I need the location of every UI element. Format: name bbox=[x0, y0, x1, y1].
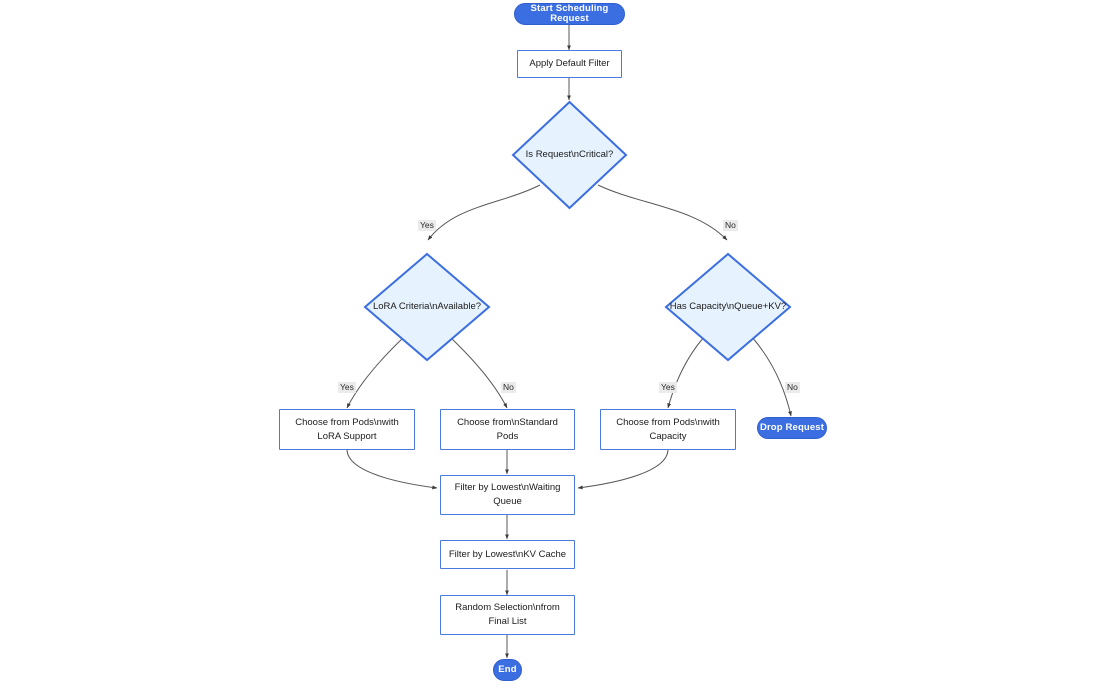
node-has-capacity[interactable]: Has Capacity\nQueue+KV? bbox=[664, 252, 792, 362]
node-choose-standard-pods-label: Choose from\nStandard Pods bbox=[457, 416, 558, 442]
edge-label-critical-no: No bbox=[723, 220, 738, 232]
node-start[interactable]: Start Scheduling Request bbox=[514, 3, 625, 25]
is-request-critical-diamond-icon bbox=[511, 100, 628, 210]
has-capacity-diamond-icon bbox=[664, 252, 792, 362]
edge-critical-yes-to-lora bbox=[427, 184, 541, 241]
node-choose-capacity-pods[interactable]: Choose from Pods\nwith Capacity bbox=[600, 409, 736, 450]
node-apply-default-filter[interactable]: Apply Default Filter bbox=[517, 50, 622, 78]
node-lora-criteria-available[interactable]: LoRA Criteria\nAvailable? bbox=[363, 252, 491, 362]
node-filter-kv-cache[interactable]: Filter by Lowest\nKV Cache bbox=[440, 540, 575, 569]
edge-label-lora-no: No bbox=[501, 382, 516, 394]
edge-label-capacity-no: No bbox=[785, 382, 800, 394]
lora-criteria-diamond-icon bbox=[363, 252, 491, 362]
edge-capacity-yes-to-capacity-pods bbox=[667, 336, 705, 409]
node-choose-standard-pods[interactable]: Choose from\nStandard Pods bbox=[440, 409, 575, 450]
node-filter-kv-cache-label: Filter by Lowest\nKV Cache bbox=[448, 548, 567, 560]
node-start-label: Start Scheduling Request bbox=[530, 2, 609, 24]
edge-lora-pods-to-waiting-queue bbox=[346, 449, 438, 490]
edge-label-critical-yes: Yes bbox=[418, 220, 436, 232]
node-filter-waiting-queue[interactable]: Filter by Lowest\nWaiting Queue bbox=[440, 475, 575, 515]
edge-critical-no-to-capacity bbox=[597, 184, 728, 241]
edge-capacity-no-to-drop bbox=[751, 336, 792, 417]
edge-label-lora-yes: Yes bbox=[338, 382, 356, 394]
edge-lora-no-to-standard-pods bbox=[449, 336, 508, 409]
node-random-selection[interactable]: Random Selection\nfrom Final List bbox=[440, 595, 575, 635]
node-end-label: End bbox=[498, 663, 517, 675]
node-random-selection-label: Random Selection\nfrom Final List bbox=[455, 602, 560, 627]
node-apply-default-filter-label: Apply Default Filter bbox=[529, 58, 610, 70]
node-filter-waiting-queue-label: Filter by Lowest\nWaiting Queue bbox=[454, 482, 561, 507]
edge-lora-yes-to-lora-pods bbox=[346, 336, 405, 409]
node-choose-lora-pods[interactable]: Choose from Pods\nwith LoRA Support bbox=[279, 409, 415, 450]
node-drop-request[interactable]: Drop Request bbox=[757, 417, 827, 439]
node-drop-request-label: Drop Request bbox=[759, 421, 825, 433]
node-end[interactable]: End bbox=[493, 659, 522, 681]
edge-capacity-pods-to-waiting-queue bbox=[577, 449, 669, 490]
node-choose-lora-pods-label: Choose from Pods\nwith LoRA Support bbox=[295, 416, 399, 442]
node-is-request-critical[interactable]: Is Request\nCritical? bbox=[511, 100, 628, 210]
node-choose-capacity-pods-label: Choose from Pods\nwith Capacity bbox=[616, 416, 720, 442]
edge-label-capacity-yes: Yes bbox=[659, 382, 677, 394]
